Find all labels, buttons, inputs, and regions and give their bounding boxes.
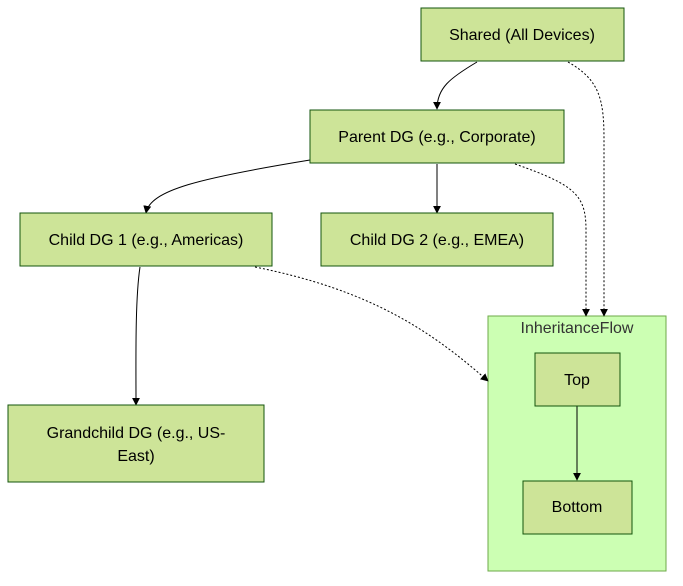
node-grandchild-label-line2: East) [117, 448, 154, 465]
edge-child1-to-cluster [254, 266, 489, 382]
edge-parent-to-cluster [514, 163, 590, 317]
node-shared-label: Shared (All Devices) [449, 27, 595, 44]
node-bottom: Bottom [522, 480, 633, 535]
node-grandchild-label-line1: Grandchild DG (e.g., US- [47, 425, 226, 442]
node-parent: Parent DG (e.g., Corporate) [309, 109, 565, 164]
node-grandchild: Grandchild DG (e.g., US- East) [7, 404, 265, 483]
edge-shared-to-cluster [567, 61, 608, 317]
node-shared: Shared (All Devices) [420, 7, 625, 62]
node-bottom-label: Bottom [552, 499, 603, 516]
edge-parent-to-child1 [143, 159, 311, 214]
edges [131, 61, 608, 481]
edge-child1-to-grandchild [131, 266, 141, 406]
node-parent-label: Parent DG (e.g., Corporate) [338, 129, 535, 146]
node-child2: Child DG 2 (e.g., EMEA) [320, 212, 554, 267]
edge-shared-to-parent [433, 61, 478, 110]
node-child1-label: Child DG 1 (e.g., Americas) [49, 232, 244, 249]
node-top-label: Top [564, 372, 590, 389]
node-child1: Child DG 1 (e.g., Americas) [19, 212, 273, 267]
node-child2-label: Child DG 2 (e.g., EMEA) [350, 232, 524, 249]
node-top: Top [534, 352, 621, 407]
cluster-title: InheritanceFlow [521, 320, 634, 337]
